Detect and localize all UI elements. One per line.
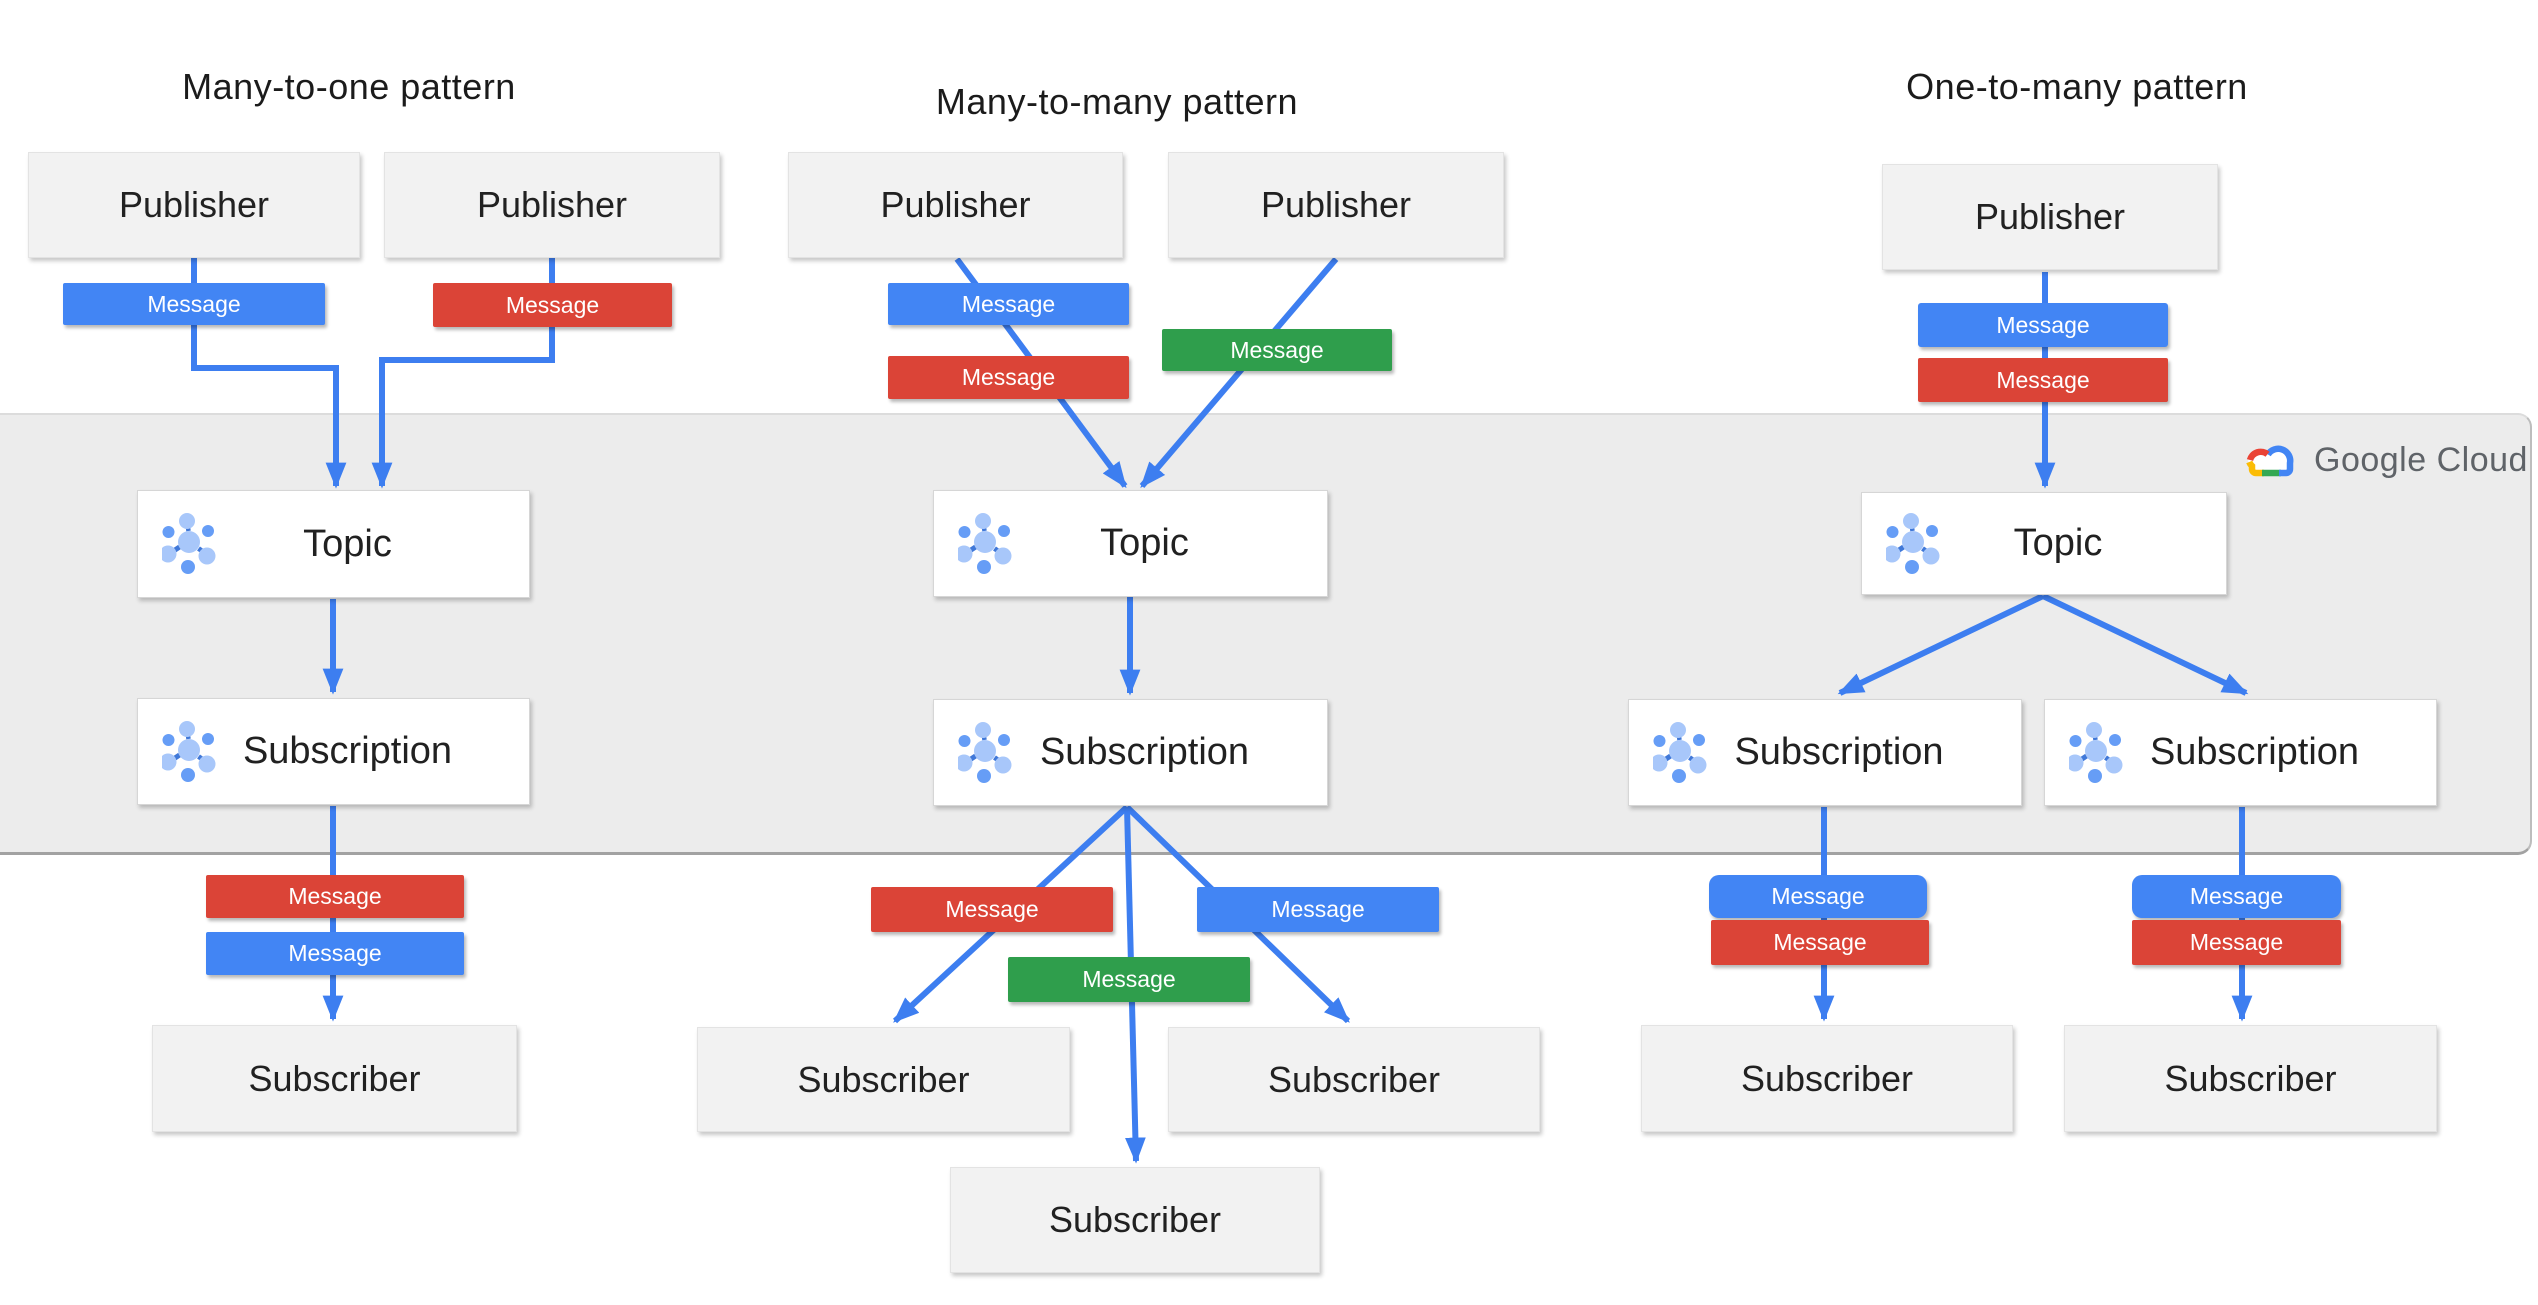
message-label: Message	[505, 291, 600, 318]
subscriber-label: Subscriber	[797, 1058, 970, 1100]
topic-box: Topic	[933, 490, 1328, 597]
message-badge-blue: Message	[206, 932, 464, 975]
publisher-box: Publisher	[1882, 164, 2218, 270]
topic-label: Topic	[2013, 522, 2103, 564]
subscription-label: Subscription	[1039, 731, 1250, 773]
message-badge-green: Message	[1008, 957, 1250, 1002]
publisher-label: Publisher	[118, 184, 270, 225]
connector-arrow-many-to-many-publisher-2-to-topic	[1139, 257, 1339, 488]
pattern-title-many-to-one: Many-to-one pattern	[182, 66, 516, 107]
message-badge-red: Message	[206, 875, 464, 918]
subscriber-box: Subscriber	[697, 1027, 1070, 1132]
message-badge-blue: Message	[1918, 303, 2168, 347]
message-label: Message	[1996, 311, 2090, 338]
message-badge-red: Message	[871, 887, 1113, 932]
message-label: Message	[1771, 883, 1865, 909]
pubsub-icon	[955, 721, 1012, 784]
pattern-title-one-to-many: One-to-many pattern	[1906, 66, 2248, 107]
subscriber-box: Subscriber	[1168, 1027, 1540, 1132]
google-cloud-logo: Google Cloud	[2242, 441, 2528, 480]
message-label: Message	[1773, 929, 1867, 955]
subscription-box: Subscription	[2044, 699, 2437, 806]
message-badge-red: Message	[2132, 920, 2341, 965]
publisher-label: Publisher	[1260, 184, 1412, 225]
message-badge-red: Message	[433, 283, 672, 327]
pubsub-icon	[1650, 721, 1707, 784]
publisher-label: Publisher	[880, 184, 1031, 225]
message-badge-green: Message	[1162, 329, 1392, 371]
message-badge-red: Message	[888, 356, 1129, 399]
google-cloud-icon	[2246, 445, 2294, 477]
topic-label: Topic	[1100, 522, 1189, 564]
subscription-box: Subscription	[933, 699, 1328, 806]
subscription-label: Subscription	[2149, 731, 2360, 773]
message-badge-blue: Message	[1709, 875, 1927, 918]
message-label: Message	[1082, 966, 1176, 992]
message-label: Message	[147, 290, 241, 317]
topic-box: Topic	[1861, 492, 2227, 595]
publisher-label: Publisher	[1974, 196, 2126, 237]
pubsub-icon	[955, 512, 1012, 575]
subscriber-label: Subscriber	[1740, 1057, 1914, 1099]
message-badge-red: Message	[1918, 358, 2168, 402]
subscription-box: Subscription	[1628, 699, 2022, 806]
connector-arrow-one-to-many-topic-to-subscription-1	[1837, 593, 2045, 696]
message-label: Message	[1230, 336, 1324, 363]
message-label: Message	[2189, 883, 2284, 909]
google-cloud-wordmark: Google Cloud	[2314, 441, 2528, 479]
message-badge-blue: Message	[63, 283, 325, 325]
publisher-label: Publisher	[476, 184, 628, 225]
pubsub-icon	[2066, 721, 2123, 784]
message-label: Message	[1271, 896, 1365, 922]
subscriber-label: Subscriber	[1048, 1199, 1222, 1240]
publisher-box: Publisher	[28, 152, 360, 258]
pubsub-icon	[159, 513, 216, 575]
subscriber-box: Subscriber	[1641, 1025, 2013, 1132]
subscriber-label: Subscriber	[2164, 1057, 2337, 1099]
message-label: Message	[2189, 929, 2284, 955]
message-label: Message	[288, 883, 382, 909]
subscriber-box: Subscriber	[950, 1167, 1320, 1273]
message-badge-blue: Message	[888, 283, 1129, 325]
message-label: Message	[945, 896, 1039, 922]
subscription-box: Subscription	[137, 698, 530, 805]
message-badge-red: Message	[1711, 920, 1929, 965]
subscriber-box: Subscriber	[2064, 1025, 2437, 1132]
pubsub-icon	[159, 720, 216, 783]
subscriber-box: Subscriber	[152, 1025, 517, 1132]
message-label: Message	[1996, 366, 2090, 393]
topic-box: Topic	[137, 490, 530, 598]
message-label: Message	[288, 940, 382, 966]
message-badge-blue: Message	[1197, 887, 1439, 932]
message-label: Message	[961, 290, 1056, 317]
subscriber-label: Subscriber	[1267, 1058, 1441, 1100]
subscription-label: Subscription	[242, 730, 453, 772]
pubsub-icon	[1883, 512, 1940, 575]
subscriber-label: Subscriber	[248, 1057, 421, 1099]
message-badge-blue: Message	[2132, 875, 2341, 918]
subscription-label: Subscription	[1734, 731, 1944, 773]
pattern-title-many-to-many: Many-to-many pattern	[935, 81, 1299, 122]
publisher-box: Publisher	[788, 152, 1123, 258]
publisher-box: Publisher	[384, 152, 720, 258]
message-label: Message	[961, 364, 1056, 390]
connector-arrow-one-to-many-topic-to-subscription-2	[2041, 593, 2249, 696]
topic-label: Topic	[303, 522, 392, 565]
publisher-box: Publisher	[1168, 152, 1504, 258]
